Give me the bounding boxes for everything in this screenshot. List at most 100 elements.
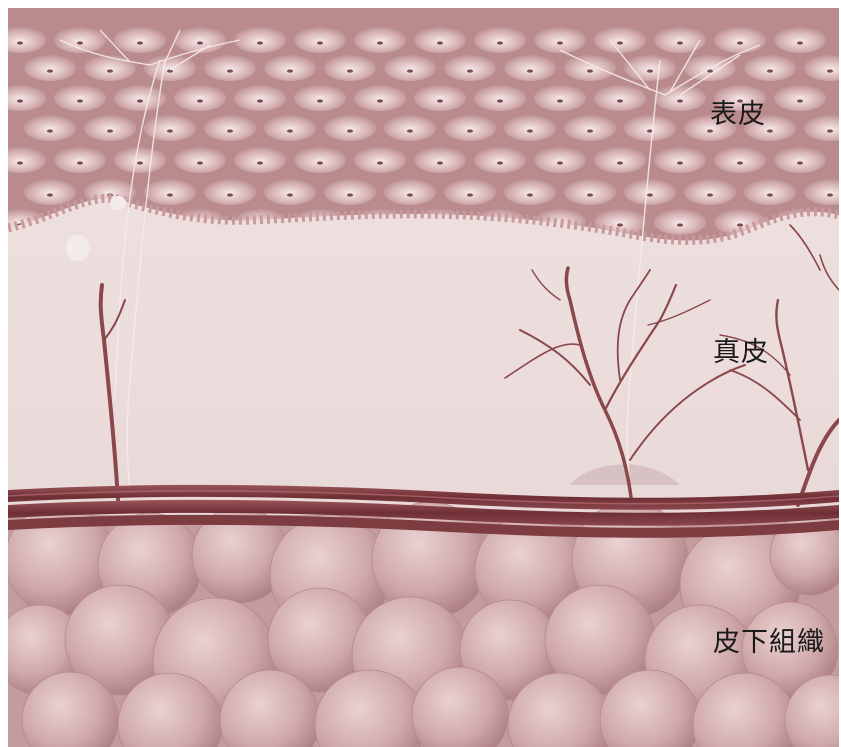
cell-nucleus [377, 99, 383, 102]
epidermal-cell [24, 115, 76, 141]
epidermal-cell [144, 115, 196, 141]
epidermal-cell [384, 179, 436, 205]
cell-nucleus [767, 69, 773, 72]
epidermal-cell [594, 85, 646, 111]
epidermal-cell [564, 55, 616, 81]
epidermal-cell [594, 147, 646, 173]
cell-nucleus [257, 99, 263, 102]
epidermal-cell [264, 55, 316, 81]
cell-nucleus [527, 129, 533, 132]
cell-nucleus [47, 193, 53, 196]
cell-nucleus [17, 161, 23, 164]
epidermal-cell [204, 179, 256, 205]
epidermal-cell [474, 85, 526, 111]
epidermal-cell [744, 55, 796, 81]
cell-nucleus [287, 193, 293, 196]
cell-nucleus [677, 41, 683, 44]
cell-nucleus [617, 99, 623, 102]
epidermal-cell [594, 27, 646, 53]
cell-nucleus [287, 69, 293, 72]
cell-nucleus [77, 41, 83, 44]
epidermal-cell [564, 115, 616, 141]
epidermal-cell [774, 85, 826, 111]
epidermal-cell [534, 147, 586, 173]
epidermal-cell [654, 27, 706, 53]
cell-nucleus [437, 99, 443, 102]
epidermal-cell [774, 147, 826, 173]
epidermal-cell [744, 179, 796, 205]
cell-nucleus [467, 193, 473, 196]
cell-nucleus [227, 129, 233, 132]
cell-nucleus [737, 41, 743, 44]
cell-nucleus [617, 41, 623, 44]
label-dermis: 真皮 [713, 330, 769, 369]
epidermal-cell [84, 115, 136, 141]
cell-nucleus [377, 161, 383, 164]
cell-nucleus [317, 99, 323, 102]
epidermal-cell [384, 115, 436, 141]
cell-nucleus [527, 69, 533, 72]
cell-nucleus [827, 193, 833, 196]
epidermal-cell [714, 147, 766, 173]
cell-nucleus [17, 41, 23, 44]
epidermal-cell [264, 179, 316, 205]
cell-nucleus [707, 193, 713, 196]
cell-nucleus [47, 69, 53, 72]
cell-nucleus [437, 41, 443, 44]
epidermal-cell [654, 85, 706, 111]
epidermal-cell [474, 27, 526, 53]
cell-nucleus [257, 161, 263, 164]
epidermal-cell [504, 55, 556, 81]
cell-nucleus [617, 161, 623, 164]
cell-nucleus [317, 41, 323, 44]
cell-nucleus [347, 129, 353, 132]
epidermal-cell [474, 147, 526, 173]
epidermal-cell [234, 27, 286, 53]
cell-nucleus [557, 41, 563, 44]
label-subcutaneous-tissue: 皮下組織 [713, 620, 825, 659]
cell-nucleus [497, 99, 503, 102]
epidermal-cell [714, 27, 766, 53]
epidermal-cell [204, 55, 256, 81]
cell-nucleus [407, 69, 413, 72]
epidermal-cell [414, 27, 466, 53]
cell-nucleus [557, 161, 563, 164]
cell-nucleus [587, 129, 593, 132]
cell-nucleus [377, 41, 383, 44]
cell-nucleus [497, 41, 503, 44]
cell-nucleus [347, 69, 353, 72]
epidermal-cell [654, 147, 706, 173]
cell-nucleus [677, 99, 683, 102]
epidermal-cell [384, 55, 436, 81]
cell-nucleus [797, 161, 803, 164]
cell-nucleus [197, 41, 203, 44]
cell-nucleus [467, 69, 473, 72]
cell-nucleus [497, 161, 503, 164]
cell-nucleus [737, 161, 743, 164]
epidermal-cell [324, 55, 376, 81]
cell-nucleus [647, 193, 653, 196]
cell-nucleus [737, 223, 743, 226]
cell-nucleus [797, 41, 803, 44]
cell-nucleus [167, 193, 173, 196]
epidermal-cell [144, 179, 196, 205]
epidermal-cell [294, 85, 346, 111]
epidermal-cell [654, 209, 706, 235]
cell-nucleus [257, 41, 263, 44]
epidermal-cell [54, 85, 106, 111]
cell-nucleus [467, 129, 473, 132]
epidermal-cell [114, 147, 166, 173]
cell-nucleus [557, 99, 563, 102]
epidermal-cell [174, 85, 226, 111]
cell-nucleus [767, 129, 773, 132]
epidermal-cell [324, 115, 376, 141]
epidermal-cell [24, 179, 76, 205]
cell-nucleus [227, 193, 233, 196]
epidermal-cell [504, 115, 556, 141]
epidermal-cell [54, 147, 106, 173]
cell-nucleus [767, 193, 773, 196]
epidermal-cell [294, 27, 346, 53]
cell-nucleus [17, 99, 23, 102]
cell-nucleus [437, 161, 443, 164]
